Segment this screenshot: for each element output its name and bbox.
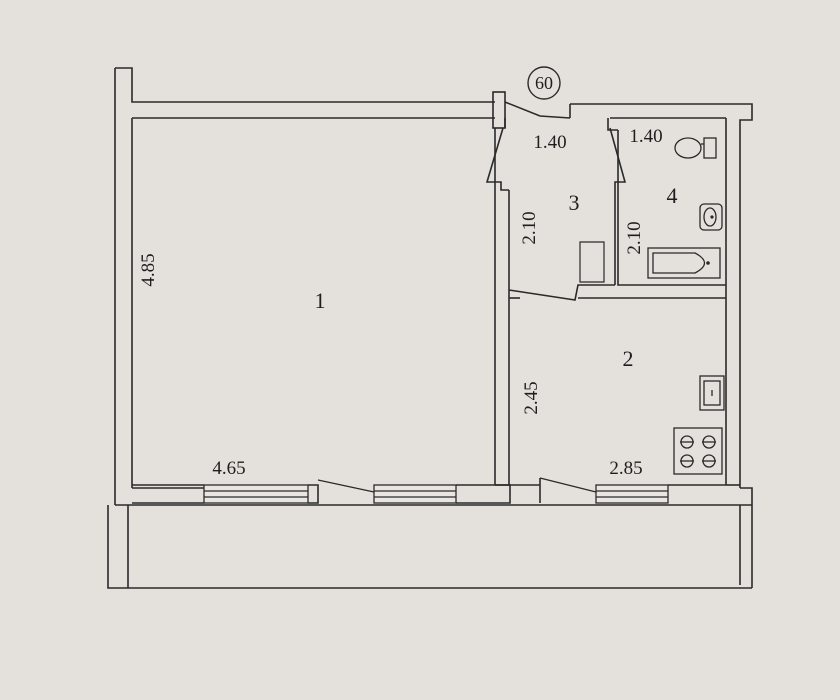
window-room-1-left [203,484,309,504]
hall-walls [485,127,627,485]
balcony [107,502,753,589]
room-label-3: 3 [569,190,580,215]
dimension-room-1-height: 4.85 [138,253,159,286]
closet [579,241,605,283]
dimension-room-2-width: 2.85 [609,458,642,479]
dimension-room-2-height: 2.45 [521,381,542,414]
dimension-hall-height: 2.10 [519,211,540,244]
door-swing-room-1 [317,479,375,493]
room-label-2: 2 [623,346,634,371]
dimension-bath-width: 1.40 [629,126,662,147]
kitchen-sink-icon [699,375,725,411]
room-label-1: 1 [315,288,326,313]
column [492,91,506,129]
room-label-4: 4 [667,183,678,208]
bathtub-icon [647,247,721,279]
sink-icon [699,203,723,231]
dimension-hall-width: 1.40 [533,132,566,153]
dimension-bath-height: 2.10 [624,221,645,254]
window-room-2 [595,484,669,504]
sheet-number: 60 [535,73,553,93]
window-room-1-right [373,484,457,504]
balcony-doors [308,477,597,504]
door-swing-room-2 [539,477,597,493]
windows [203,484,669,504]
toilet-icon [674,137,717,159]
outer-walls [114,67,753,505]
bath-walls [578,130,726,299]
sheet-number-stamp: 60 [527,66,561,100]
dimension-room-1-width: 4.65 [212,458,245,479]
stove-icon [673,427,723,475]
